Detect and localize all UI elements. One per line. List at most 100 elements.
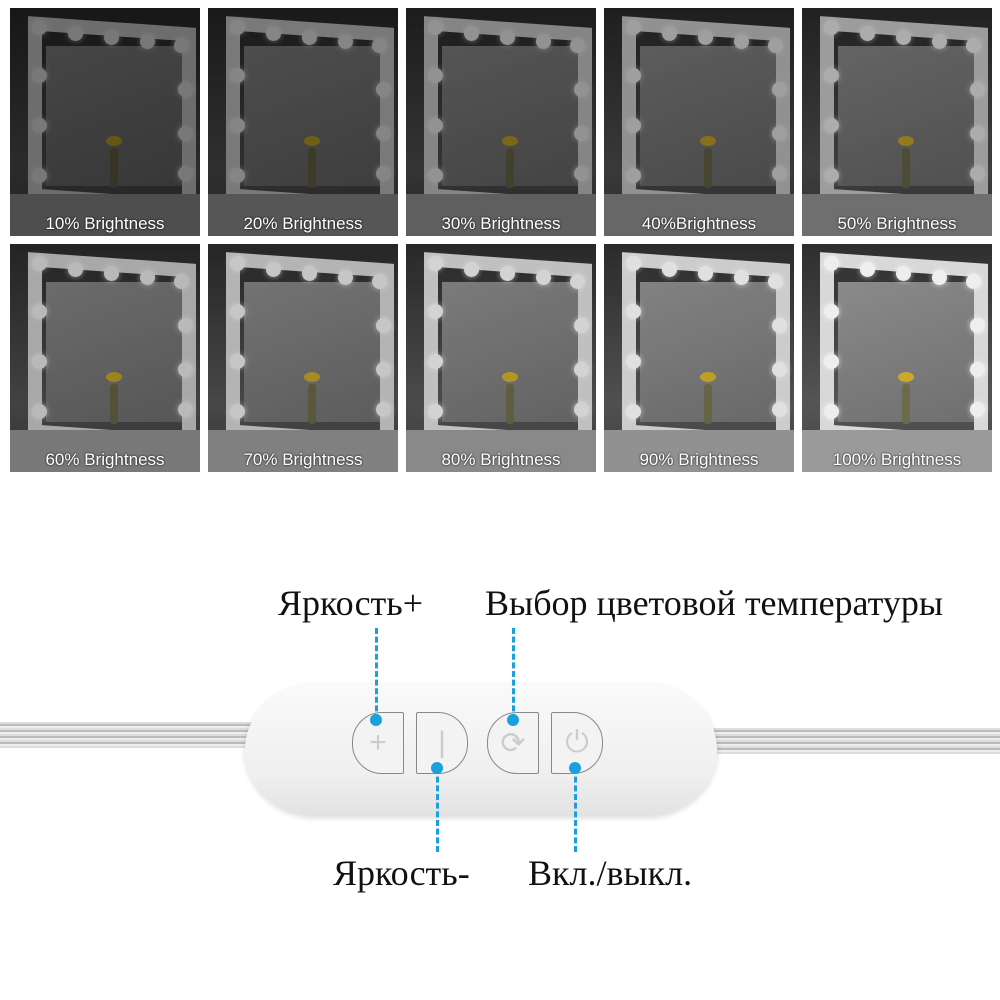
bulb-icon: [734, 270, 749, 285]
dim-overlay: [208, 244, 398, 472]
power-icon: ⏻: [565, 726, 589, 759]
bulb-icon: [178, 318, 193, 333]
vase: [506, 384, 514, 424]
bulb-icon: [932, 270, 947, 285]
remote-controller: + | ⟳ ⏻: [245, 684, 717, 816]
flower: [502, 372, 518, 382]
dim-overlay: [10, 8, 200, 236]
bulb-icon: [178, 166, 193, 181]
flower: [898, 372, 914, 382]
brightness-tile: 40%Brightness: [604, 8, 794, 236]
bulb-icon: [230, 304, 245, 319]
bulb-icon: [464, 262, 479, 277]
brightness-label: 80% Brightness: [441, 450, 561, 469]
vase: [308, 384, 316, 424]
brightness-label: 70% Brightness: [243, 450, 363, 469]
vase: [902, 148, 910, 188]
bulb-icon: [376, 402, 391, 417]
flower: [700, 372, 716, 382]
cycle-icon: ⟳: [500, 726, 526, 760]
bulb-icon: [824, 304, 839, 319]
bulb-icon: [230, 68, 245, 83]
vase: [704, 148, 712, 188]
label-brightness-up: Яркость+: [278, 583, 424, 623]
bulb-icon: [824, 354, 839, 369]
vase: [110, 148, 118, 188]
bulb-icon: [338, 270, 353, 285]
bulb-icon: [376, 82, 391, 97]
bulb-icon: [570, 274, 585, 289]
brightness-tile: 90% Brightness: [604, 244, 794, 472]
bulb-icon: [68, 262, 83, 277]
bulb-icon: [372, 274, 387, 289]
brightness-tile: 100% Brightness: [802, 244, 992, 472]
bulb-icon: [230, 20, 245, 35]
bulb-icon: [970, 402, 985, 417]
bulb-icon: [32, 256, 47, 271]
bulb-icon: [178, 362, 193, 377]
bulb-icon: [140, 270, 155, 285]
bulb-icon: [428, 354, 443, 369]
flower: [700, 136, 716, 146]
bulb-icon: [104, 266, 119, 281]
bulb-icon: [970, 82, 985, 97]
bulb-icon: [174, 274, 189, 289]
label-power: Вкл./выкл.: [528, 853, 693, 893]
table: [604, 194, 794, 236]
bulb-icon: [32, 168, 47, 183]
callout-line: [512, 628, 515, 720]
brightness-label: 90% Brightness: [639, 450, 759, 469]
bulb-icon: [896, 30, 911, 45]
table: [208, 430, 398, 472]
bulb-icon: [570, 38, 585, 53]
vase: [506, 148, 514, 188]
bulb-icon: [32, 20, 47, 35]
vase: [902, 384, 910, 424]
table: [10, 194, 200, 236]
bulb-icon: [966, 274, 981, 289]
bulb-icon: [734, 34, 749, 49]
bulb-icon: [824, 118, 839, 133]
bulb-icon: [662, 262, 677, 277]
bulb-icon: [266, 262, 281, 277]
bulb-icon: [428, 68, 443, 83]
bulb-icon: [824, 68, 839, 83]
brightness-tile: 30% Brightness: [406, 8, 596, 236]
bulb-icon: [464, 26, 479, 41]
bulb-icon: [932, 34, 947, 49]
brightness-tile: 10% Brightness: [10, 8, 200, 236]
bulb-icon: [178, 126, 193, 141]
bulb-icon: [230, 354, 245, 369]
bulb-icon: [68, 26, 83, 41]
bulb-icon: [772, 362, 787, 377]
bulb-icon: [626, 256, 641, 271]
brightness-label: 10% Brightness: [45, 214, 165, 233]
bulb-icon: [338, 34, 353, 49]
table: [802, 194, 992, 236]
bulb-icon: [104, 30, 119, 45]
bulb-icon: [32, 304, 47, 319]
callout-dot: [431, 762, 443, 774]
brightness-down-button[interactable]: |: [416, 712, 468, 774]
dim-overlay: [10, 244, 200, 472]
label-brightness-down: Яркость-: [333, 853, 470, 893]
dim-overlay: [406, 8, 596, 236]
flower: [106, 136, 122, 146]
bulb-icon: [772, 126, 787, 141]
bulb-icon: [772, 166, 787, 181]
bulb-icon: [178, 402, 193, 417]
flower: [106, 372, 122, 382]
table: [406, 430, 596, 472]
bulb-icon: [626, 354, 641, 369]
table: [406, 194, 596, 236]
bulb-icon: [500, 30, 515, 45]
bulb-icon: [372, 38, 387, 53]
bulb-icon: [178, 82, 193, 97]
bulb-icon: [662, 26, 677, 41]
bulb-icon: [536, 270, 551, 285]
brightness-tile: 50% Brightness: [802, 8, 992, 236]
bulb-icon: [626, 404, 641, 419]
bulb-icon: [768, 274, 783, 289]
brightness-tile: 20% Brightness: [208, 8, 398, 236]
bulb-icon: [574, 82, 589, 97]
